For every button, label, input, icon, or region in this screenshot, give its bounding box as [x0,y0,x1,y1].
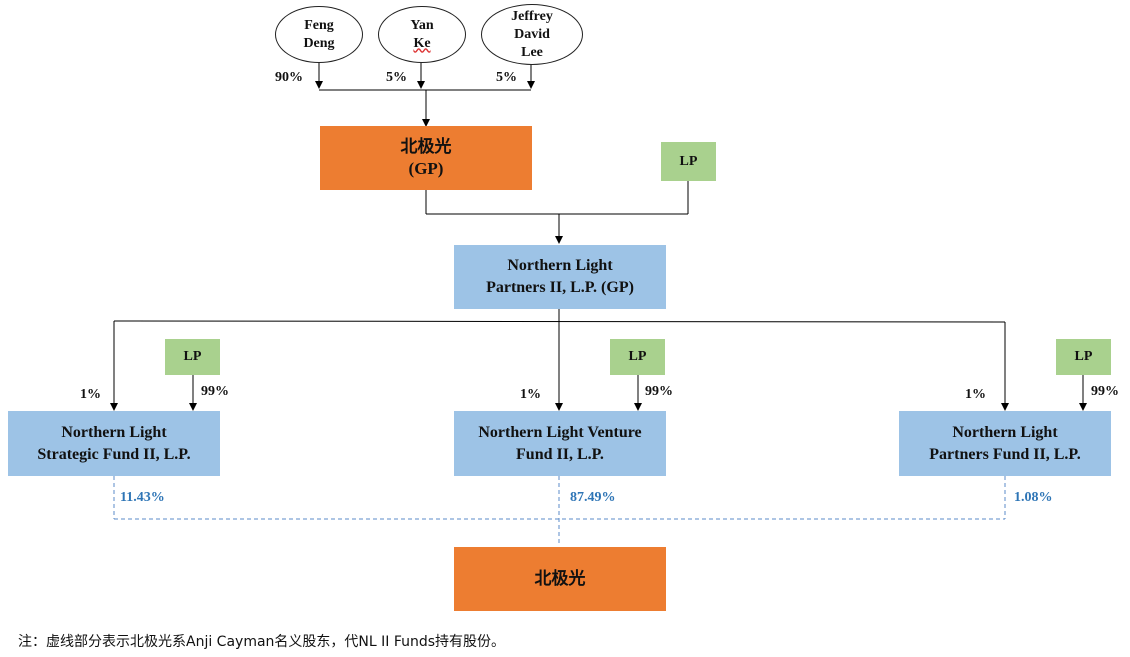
holding-pct-venture: 87.49% [570,490,616,505]
funds-bus-line [113,320,1006,323]
lp-pct-partners-fund: 99% [1091,384,1119,399]
pct-jeffrey-lee: 5% [496,70,517,85]
pct-yan-ke: 5% [386,70,407,85]
pct-feng-deng: 90% [275,70,303,85]
gp-pct-partners-fund: 1% [965,387,986,402]
lp-top-box: LP [661,142,716,181]
footnote: 注：虚线部分表示北极光系Anji Cayman名义股东，代NL II Funds… [18,634,506,650]
holding-pct-partners-fund: 1.08% [1014,490,1053,505]
lp-pct-venture: 99% [645,384,673,399]
nominee-dashed-lines [113,476,1006,546]
gp-pct-strategic: 1% [80,387,101,402]
holding-pct-strategic: 11.43% [120,490,165,505]
bottom-entity-beijiguang: 北极光 [454,547,666,611]
lp-venture-box: LP [610,339,665,375]
lp-pct-strategic: 99% [201,384,229,399]
gp-beijiguang: 北极光(GP) [320,126,532,190]
gp-pct-venture: 1% [520,387,541,402]
lp-partners-fund-box: LP [1056,339,1111,375]
lp-strategic-box: LP [165,339,220,375]
